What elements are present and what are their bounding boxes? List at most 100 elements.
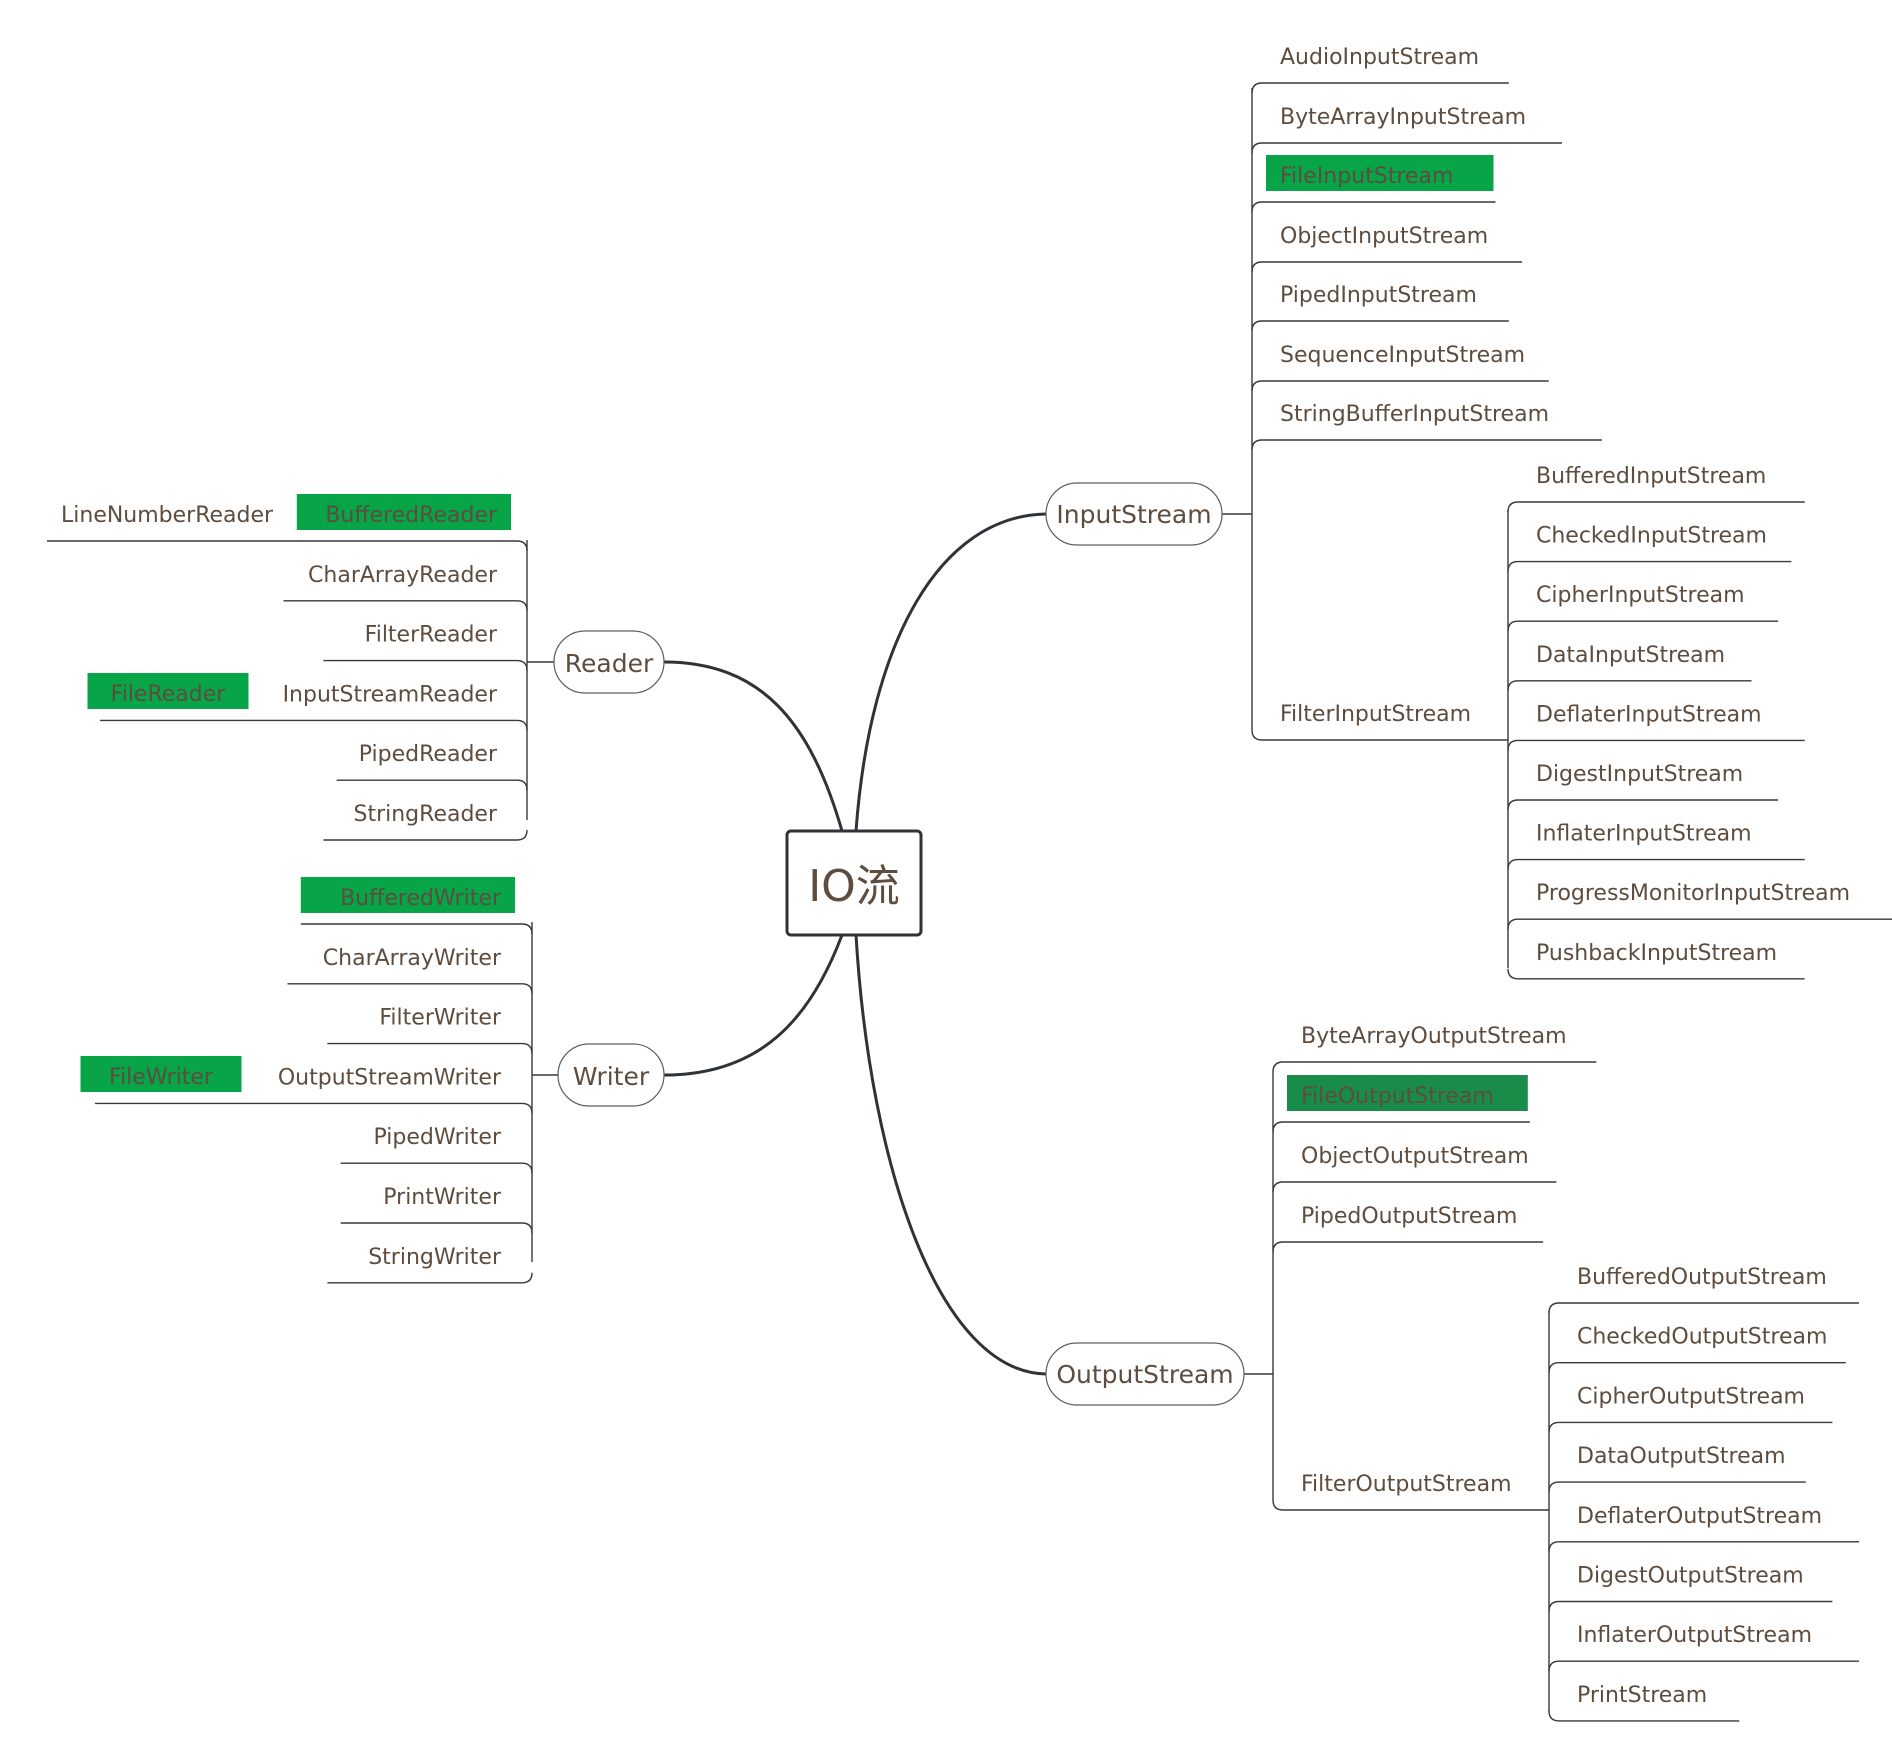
leaf-stringwriter[interactable]: StringWriter <box>368 1245 502 1270</box>
leaf-printstream[interactable]: PrintStream <box>1577 1683 1707 1708</box>
leaf-filewriter[interactable]: FileWriter <box>80 1056 242 1092</box>
leaf-fileoutputstream[interactable]: FileOutputStream <box>1287 1075 1528 1111</box>
leaf-label: StringWriter <box>368 1245 502 1270</box>
underline-datainputstream <box>1507 680 1752 691</box>
leaf-label: FileInputStream <box>1280 164 1453 189</box>
leaf-digestoutputstream[interactable]: DigestOutputStream <box>1577 1564 1804 1589</box>
leaf-pipedreader[interactable]: PipedReader <box>359 742 498 767</box>
leaf-label: PrintStream <box>1577 1683 1707 1708</box>
leaf-label: FileReader <box>111 682 227 707</box>
root-node[interactable]: IO流 <box>785 829 923 937</box>
leaf-label: StringReader <box>353 802 497 827</box>
leaf-label: FilterInputStream <box>1280 702 1471 727</box>
leaf-label: CharArrayWriter <box>323 946 502 971</box>
leaf-bufferedwriter[interactable]: BufferedWriter <box>300 877 515 913</box>
leaf-bufferedinputstream[interactable]: BufferedInputStream <box>1536 464 1766 489</box>
leaf-label: ProgressMonitorInputStream <box>1536 881 1850 906</box>
leaf-inputstreamreader[interactable]: InputStreamReader <box>283 682 498 707</box>
underline-bytearrayoutputstream <box>1272 1061 1597 1073</box>
underline-printwriter <box>340 1222 533 1234</box>
underline-deflateroutputstream <box>1548 1541 1859 1552</box>
leaf-bufferedreader[interactable]: BufferedReader <box>296 494 511 530</box>
underline-filterinputstream <box>1251 729 1480 741</box>
leaf-outputstreamwriter[interactable]: OutputStreamWriter <box>278 1065 502 1090</box>
underline-sequenceinputstream <box>1251 380 1549 392</box>
topic-writer[interactable]: Writer <box>557 1043 665 1107</box>
root-label: IO流 <box>808 861 900 912</box>
connectors <box>47 82 1892 1722</box>
topic-inputstream-label: InputStream <box>1056 500 1211 529</box>
leaf-dataoutputstream[interactable]: DataOutputStream <box>1577 1444 1786 1469</box>
topic-outputstream-label: OutputStream <box>1056 1360 1233 1389</box>
underline-cipheroutputstream <box>1548 1421 1833 1433</box>
leaf-label: CipherOutputStream <box>1577 1384 1805 1409</box>
leaf-deflateroutputstream[interactable]: DeflaterOutputStream <box>1577 1504 1822 1529</box>
underline-bytearrayinputstream <box>1251 142 1562 154</box>
leaf-chararrayreader[interactable]: CharArrayReader <box>308 563 498 588</box>
leaf-pipedinputstream[interactable]: PipedInputStream <box>1280 283 1477 308</box>
leaf-label: BufferedWriter <box>340 886 502 911</box>
leaf-filteroutputstream[interactable]: FilterOutputStream <box>1301 1472 1512 1497</box>
leaf-cipherinputstream[interactable]: CipherInputStream <box>1536 583 1745 608</box>
leaf-bytearrayoutputstream[interactable]: ByteArrayOutputStream <box>1301 1024 1567 1049</box>
underline-objectoutputstream <box>1272 1181 1557 1193</box>
topic-inputstream[interactable]: InputStream <box>1045 482 1223 546</box>
leaf-printwriter[interactable]: PrintWriter <box>383 1185 502 1210</box>
leaf-label: FilterWriter <box>379 1006 502 1031</box>
leaf-pipedwriter[interactable]: PipedWriter <box>374 1125 502 1150</box>
underline-stringreader <box>323 829 528 841</box>
underline-printstream <box>1548 1710 1740 1722</box>
highlight-filereader <box>87 673 249 709</box>
underline-pipedwriter <box>340 1162 533 1174</box>
underline-bufferedoutputstream <box>1548 1302 1859 1314</box>
leaf-pipedoutputstream[interactable]: PipedOutputStream <box>1301 1204 1517 1229</box>
leaf-filterreader[interactable]: FilterReader <box>365 623 498 648</box>
leaf-label: FilterOutputStream <box>1301 1472 1512 1497</box>
leaf-bufferedoutputstream[interactable]: BufferedOutputStream <box>1577 1265 1827 1290</box>
leaf-label: DeflaterOutputStream <box>1577 1504 1822 1529</box>
leaf-label: BufferedInputStream <box>1536 464 1766 489</box>
underline-stringwriter <box>327 1272 533 1284</box>
underline-cipherinputstream <box>1507 620 1779 632</box>
leaf-label: InputStreamReader <box>283 682 498 707</box>
leaf-fileinputstream[interactable]: FileInputStream <box>1266 155 1494 191</box>
leaf-audioinputstream[interactable]: AudioInputStream <box>1280 45 1479 70</box>
leaf-digestinputstream[interactable]: DigestInputStream <box>1536 762 1743 787</box>
leaf-stringbufferinputstream[interactable]: StringBufferInputStream <box>1280 402 1549 427</box>
leaf-sequenceinputstream[interactable]: SequenceInputStream <box>1280 343 1525 368</box>
leaf-datainputstream[interactable]: DataInputStream <box>1536 643 1725 668</box>
leaf-pushbackinputstream[interactable]: PushbackInputStream <box>1536 941 1777 966</box>
underline-inflaterinputstream <box>1507 858 1805 870</box>
underline-pipedoutputstream <box>1272 1241 1544 1253</box>
leaf-stringreader[interactable]: StringReader <box>353 802 497 827</box>
leaf-linenumberreader[interactable]: LineNumberReader <box>61 503 274 528</box>
leaf-bytearrayinputstream[interactable]: ByteArrayInputStream <box>1280 105 1526 130</box>
leaf-objectinputstream[interactable]: ObjectInputStream <box>1280 224 1488 249</box>
underline-stringbufferinputstream <box>1251 439 1602 451</box>
leaf-label: InflaterInputStream <box>1536 822 1752 847</box>
leaf-filterinputstream[interactable]: FilterInputStream <box>1280 702 1471 727</box>
underline-inflateroutputstream <box>1548 1660 1859 1672</box>
topic-reader[interactable]: Reader <box>553 630 665 694</box>
leaf-progressmonitorinputstream[interactable]: ProgressMonitorInputStream <box>1536 881 1850 906</box>
topic-outputstream[interactable]: OutputStream <box>1045 1342 1245 1406</box>
leaf-inflateroutputstream[interactable]: InflaterOutputStream <box>1577 1623 1812 1648</box>
leaf-filereader[interactable]: FileReader <box>87 673 249 709</box>
leaf-checkedoutputstream[interactable]: CheckedOutputStream <box>1577 1325 1827 1350</box>
leaf-chararraywriter[interactable]: CharArrayWriter <box>323 946 502 971</box>
underline-filterreader <box>323 659 528 671</box>
underline-chararraywriter <box>287 983 533 994</box>
leaf-objectoutputstream[interactable]: ObjectOutputStream <box>1301 1144 1529 1169</box>
leaf-checkedinputstream[interactable]: CheckedInputStream <box>1536 524 1767 549</box>
leaf-label: PipedOutputStream <box>1301 1204 1517 1229</box>
underline-fileoutputstream <box>1272 1121 1530 1133</box>
leaf-cipheroutputstream[interactable]: CipherOutputStream <box>1577 1384 1805 1409</box>
leaf-filterwriter[interactable]: FilterWriter <box>379 1006 502 1031</box>
underline-pipedreader <box>336 779 528 791</box>
branch-writer <box>663 934 844 1077</box>
leaf-inflaterinputstream[interactable]: InflaterInputStream <box>1536 822 1752 847</box>
leaf-label: ObjectInputStream <box>1280 224 1488 249</box>
leaf-label: StringBufferInputStream <box>1280 402 1549 427</box>
leaf-deflaterinputstream[interactable]: DeflaterInputStream <box>1536 702 1762 727</box>
